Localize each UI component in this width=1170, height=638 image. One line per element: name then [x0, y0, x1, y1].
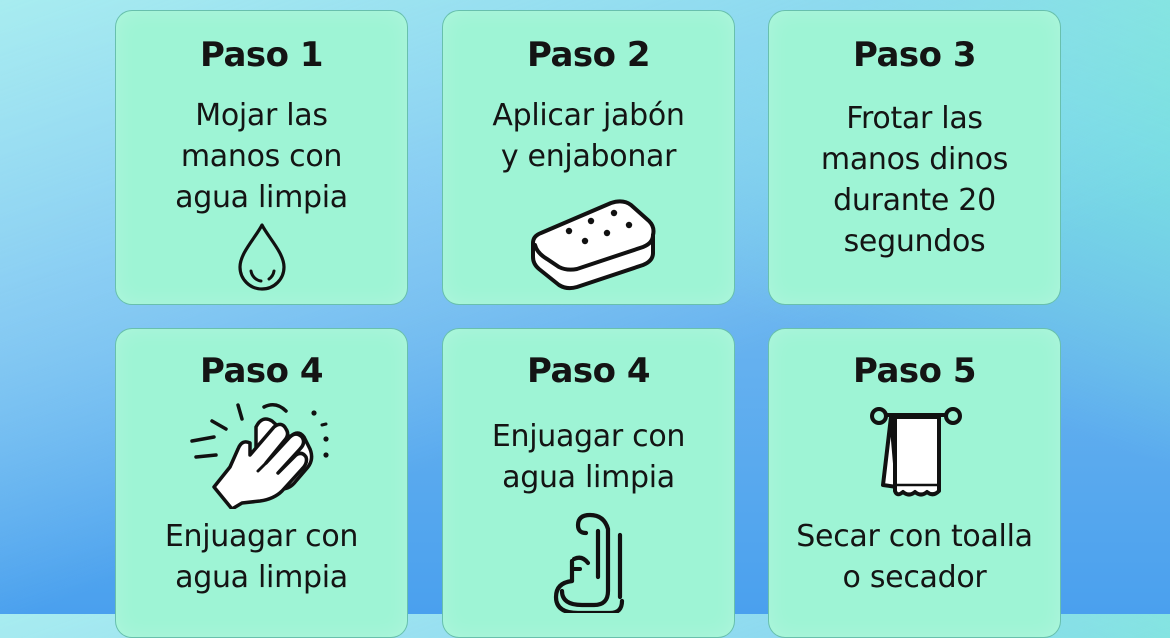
step-title: Paso 4 [526, 351, 651, 391]
step-description: Aplicar jabón y enjabonar [492, 98, 685, 174]
step-title: Paso 2 [526, 35, 651, 75]
towel-rack-icon [867, 403, 967, 503]
step-description: Mojar las manos con agua limpia [175, 98, 348, 215]
step-title: Paso 5 [852, 351, 977, 391]
water-drop-icon [234, 221, 290, 293]
step-description: Enjuagar con agua limpia [164, 519, 359, 595]
step-card-1: Paso 1 Mojar las manos con agua limpia [115, 10, 408, 305]
faucet-rinse-icon [548, 509, 632, 613]
step-card-6: Paso 5 Secar con toalla o secador [768, 328, 1061, 638]
step-card-5: Paso 4 Enjuagar con agua limpia [442, 328, 735, 638]
step-title: Paso 4 [199, 351, 324, 391]
step-card-4: Paso 4 Enjuagar con agua limpia [115, 328, 408, 638]
step-description: Enjuagar con agua limpia [491, 419, 686, 495]
soap-bar-icon [523, 191, 663, 291]
step-title: Paso 3 [852, 35, 977, 75]
step-description: Secar con toalla o secador [796, 519, 1033, 595]
step-title: Paso 1 [199, 35, 324, 75]
clapping-hands-icon [186, 397, 346, 509]
step-description: Frotar las manos dinos durante 20 segund… [820, 101, 1009, 259]
step-card-2: Paso 2 Aplicar jabón y enjabonar [442, 10, 735, 305]
step-card-3: Paso 3 Frotar las manos dinos durante 20… [768, 10, 1061, 305]
